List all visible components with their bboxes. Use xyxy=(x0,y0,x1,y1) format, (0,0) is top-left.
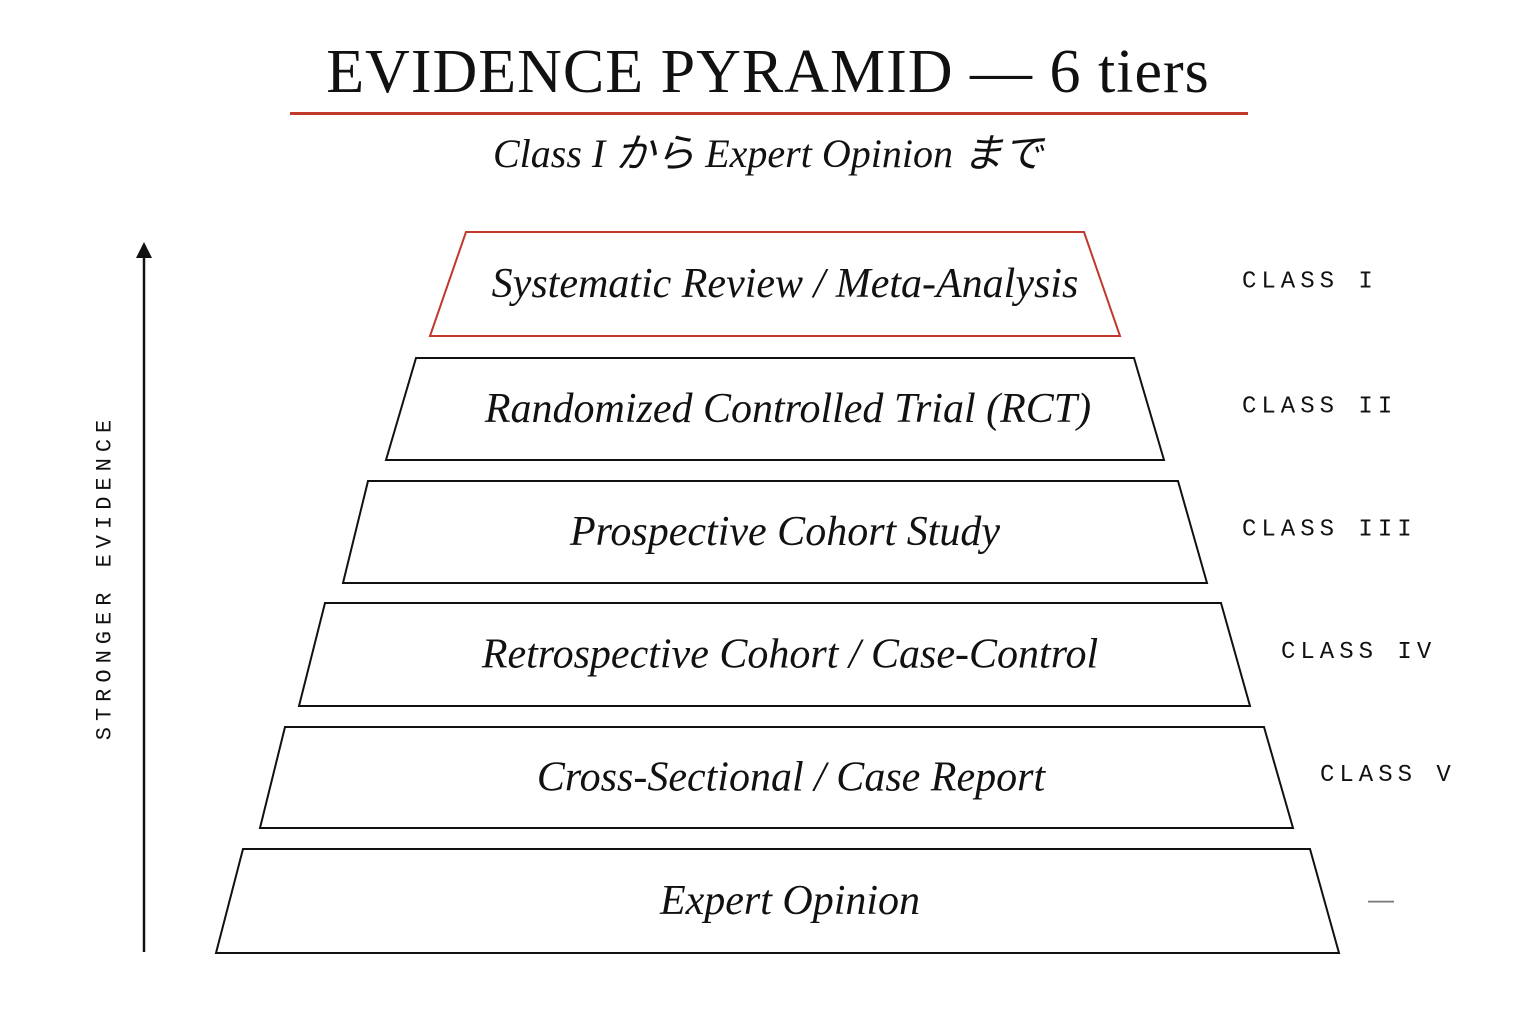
tier-label: Expert Opinion xyxy=(659,878,920,924)
pyramid-tier: Cross-Sectional / Case Report CLASS V xyxy=(258,726,1456,829)
page-title: EVIDENCE PYRAMID — 6 tiers xyxy=(326,38,1210,106)
tier-shape xyxy=(384,357,1166,461)
tier-shape xyxy=(258,726,1295,829)
tier-class-label: CLASS III xyxy=(1242,517,1417,544)
tier-shape xyxy=(214,848,1341,954)
page-subtitle: Class I から Expert Opinion まで xyxy=(493,131,1043,176)
tier-shape-highlighted xyxy=(428,231,1122,337)
tier-shape xyxy=(341,480,1209,584)
title-underline xyxy=(290,112,1248,115)
tier-class-label: — xyxy=(1368,884,1394,914)
tier-label: Retrospective Cohort / Case-Control xyxy=(481,632,1098,678)
pyramid-tier: Prospective Cohort Study CLASS III xyxy=(341,480,1417,584)
pyramid-tier: Systematic Review / Meta-Analysis CLASS I xyxy=(428,231,1378,337)
tier-class-label: CLASS I xyxy=(1242,269,1378,296)
tier-shape xyxy=(297,602,1252,707)
tier-label: Randomized Controlled Trial (RCT) xyxy=(484,386,1091,432)
tier-label: Prospective Cohort Study xyxy=(569,509,1000,555)
tier-class-label: CLASS IV xyxy=(1281,639,1436,666)
tier-label: Systematic Review / Meta-Analysis xyxy=(492,261,1079,307)
stronger-evidence-arrow-icon xyxy=(136,242,152,952)
tier-class-label: CLASS V xyxy=(1320,762,1456,789)
pyramid-tier: Randomized Controlled Trial (RCT) CLASS I… xyxy=(384,357,1397,461)
pyramid-tier: Expert Opinion — xyxy=(214,848,1394,954)
pyramid-tier: Retrospective Cohort / Case-Control CLASS… xyxy=(297,602,1436,707)
tier-label: Cross-Sectional / Case Report xyxy=(537,755,1047,801)
tier-class-label: CLASS II xyxy=(1242,394,1397,421)
